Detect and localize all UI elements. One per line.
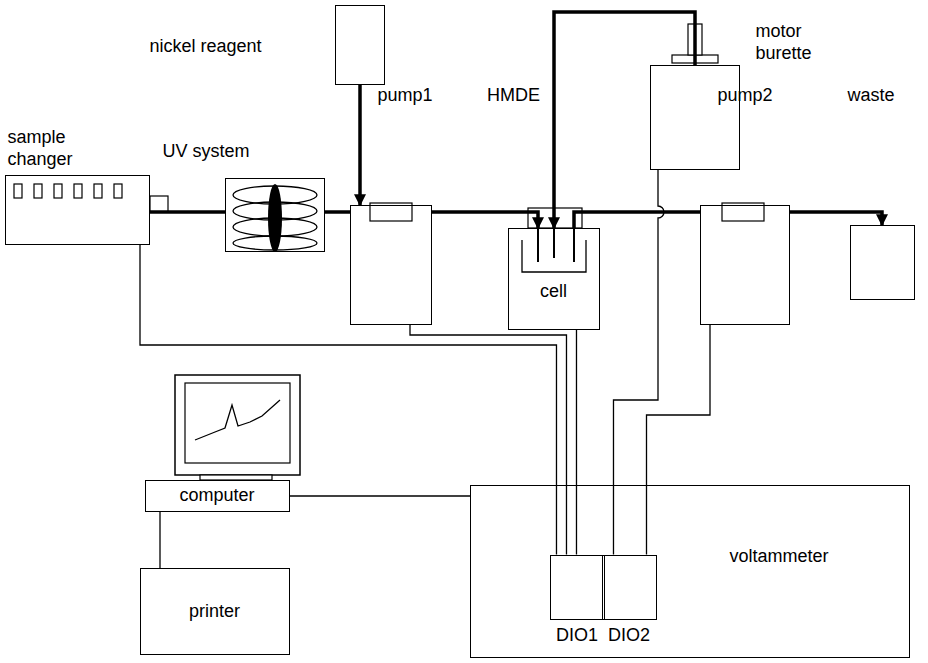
uv-lamp xyxy=(268,184,282,252)
node-label: DIO2 xyxy=(608,624,650,647)
node-label: sample changer xyxy=(8,126,86,171)
signal-wire xyxy=(410,325,566,555)
equipment-box: DIO1 xyxy=(550,555,604,620)
node-label: waste xyxy=(848,84,895,107)
signal-wire xyxy=(140,245,556,555)
equipment-box: printer xyxy=(140,568,290,655)
node-label: motor burette xyxy=(756,20,828,65)
tubing-line xyxy=(432,212,538,228)
monitor xyxy=(175,375,300,475)
node-label: voltammeter xyxy=(730,545,829,568)
equipment-box: nickel reagent xyxy=(335,5,385,85)
node-label: UV system xyxy=(163,140,250,163)
node-label: nickel reagent xyxy=(150,35,262,58)
equipment-box: sample changer xyxy=(5,175,150,245)
node-label: pump1 xyxy=(378,84,433,107)
equipment-box: DIO2 xyxy=(602,555,656,620)
node-label: cell xyxy=(540,280,567,303)
screen-trace xyxy=(195,400,280,440)
signal-wire xyxy=(576,330,577,555)
equipment-box: motor burette xyxy=(650,65,740,170)
sample-vials xyxy=(14,184,122,198)
signal-wire xyxy=(613,170,664,555)
equipment-box: cell xyxy=(508,228,600,330)
electrode xyxy=(553,228,555,258)
screen xyxy=(185,383,290,463)
tubing-line xyxy=(574,212,700,228)
electrode xyxy=(573,228,575,262)
sample-probe xyxy=(150,196,168,212)
signal-wire xyxy=(647,325,711,555)
equipment-box: pump1 xyxy=(350,205,432,325)
equipment-box: waste xyxy=(850,225,915,300)
equipment-box: pump2 xyxy=(700,205,790,325)
tubing-line xyxy=(358,85,362,205)
part-label: HMDE xyxy=(487,84,540,107)
node-label: printer xyxy=(189,600,240,623)
node-label: DIO1 xyxy=(556,624,598,647)
node-label: computer xyxy=(179,484,254,507)
signal-wire xyxy=(290,495,470,496)
equipment-box: UV system xyxy=(225,178,325,252)
tubing-line xyxy=(150,210,225,214)
equipment-box: voltammeterDIO1DIO2 xyxy=(470,485,910,658)
electrode xyxy=(537,228,539,262)
tubing-line xyxy=(325,210,350,214)
signal-wire xyxy=(159,512,160,568)
equipment-box: computer xyxy=(145,480,290,512)
node-label: pump2 xyxy=(718,84,773,107)
tubing-line xyxy=(554,12,695,228)
tubing-line xyxy=(790,212,882,225)
